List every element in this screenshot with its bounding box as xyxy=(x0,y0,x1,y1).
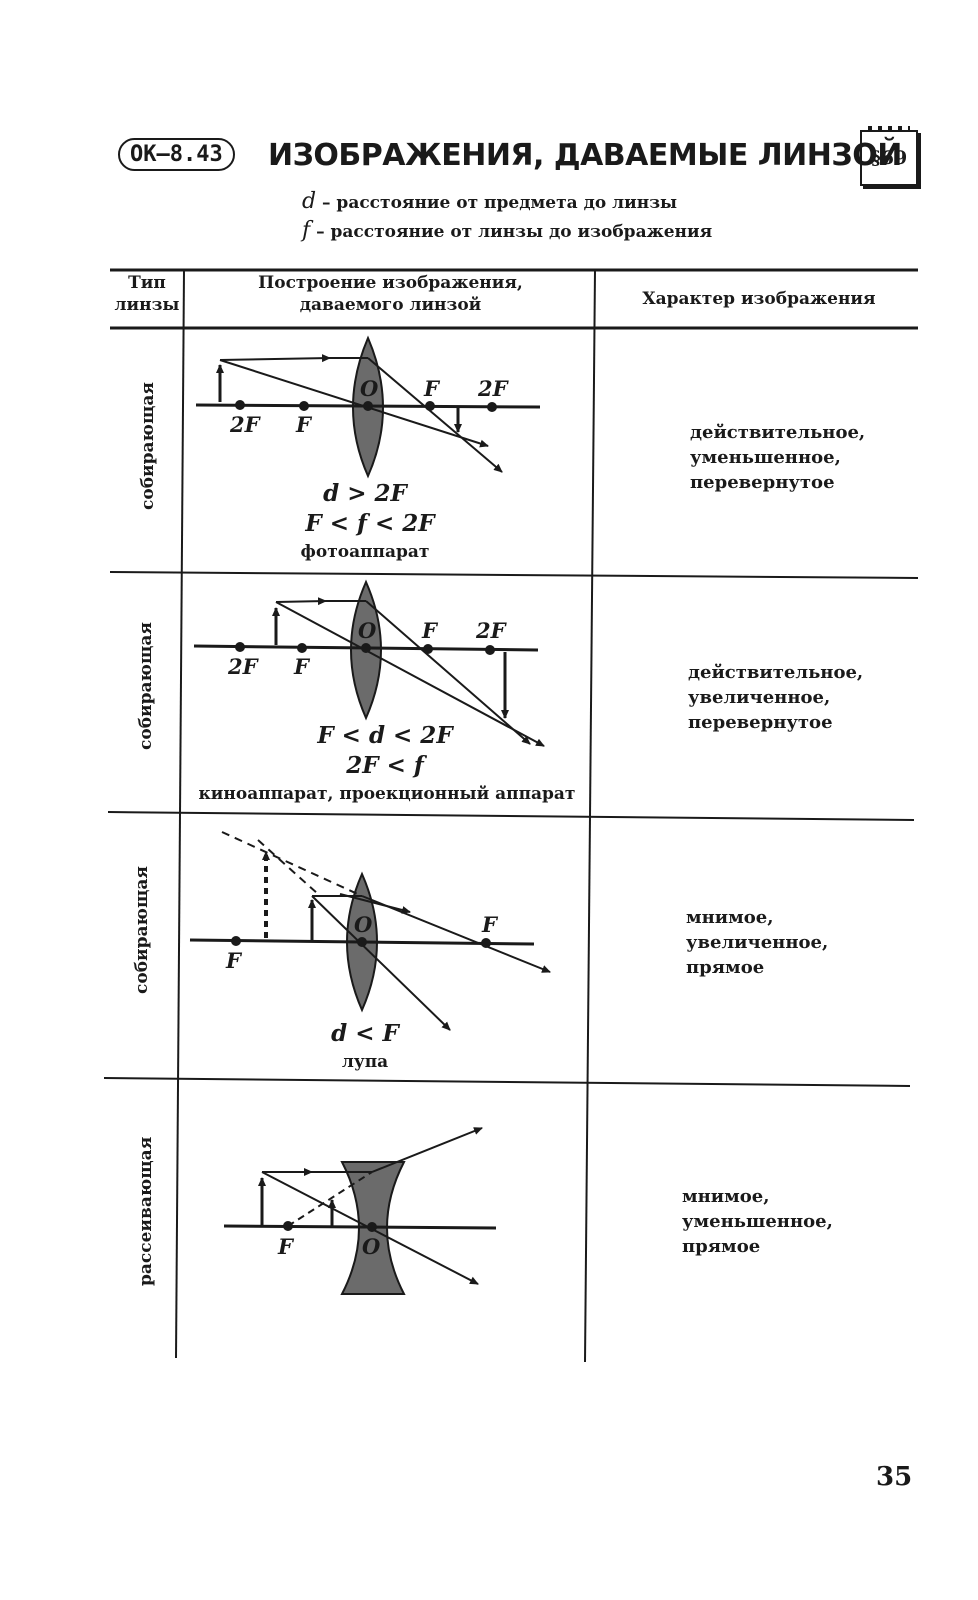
label-O: O xyxy=(362,1234,381,1259)
image-character-row-4: мнимое, уменьшенное, прямое xyxy=(682,1186,833,1257)
header-character: Характер изображения xyxy=(642,289,876,309)
label-O: O xyxy=(358,618,377,643)
diagram-row-2 xyxy=(193,579,545,747)
ray xyxy=(219,359,489,448)
col-line-1 xyxy=(175,269,185,1359)
label-F-right: F xyxy=(482,912,497,937)
condition-f: F < f < 2F xyxy=(305,510,435,537)
label-F-right: F xyxy=(422,618,437,643)
header-lens-type: Тип линзы xyxy=(114,273,180,315)
ray xyxy=(219,354,331,363)
label-F-right: F xyxy=(424,376,439,401)
label-F-left: F xyxy=(296,412,311,437)
row-line-1 xyxy=(109,571,919,579)
label-F-left: F xyxy=(226,948,241,973)
label-2F-right: 2F xyxy=(478,376,508,401)
extension-line xyxy=(221,831,363,897)
lens-type-row-4: рассеивающая xyxy=(136,1136,156,1286)
label-2F-left: 2F xyxy=(230,412,260,437)
definition-d: d – расстояние от предмета до линзы xyxy=(302,189,678,214)
lens-type-row-2: собирающая xyxy=(136,622,156,750)
lens-type-row-1: собирающая xyxy=(138,382,158,510)
col-line-2 xyxy=(584,269,596,1363)
application: лупа xyxy=(341,1052,389,1072)
header-construction: Построение изображения, даваемого линзой xyxy=(258,273,523,315)
ray xyxy=(367,357,503,473)
condition-d: d > 2F xyxy=(323,480,407,507)
label-F-left: F xyxy=(278,1234,293,1259)
optical-axis xyxy=(223,1224,497,1230)
application: фотоаппарат xyxy=(300,542,430,562)
lens-type-row-3: собирающая xyxy=(132,866,152,994)
ray xyxy=(371,1127,483,1173)
condition-f: 2F < f xyxy=(346,752,424,779)
section-badge: ОК–8.43 xyxy=(118,138,235,171)
ray xyxy=(275,601,545,747)
definitions: d – расстояние от предмета до линзы f – … xyxy=(302,188,712,246)
image-character-row-1: действительное, уменьшенное, перевернуто… xyxy=(690,422,866,493)
image-character-row-2: действительное, увеличенное, перевернуто… xyxy=(688,662,864,733)
label-2F-left: 2F xyxy=(228,654,258,679)
diagram-row-4 xyxy=(223,1127,497,1295)
application: киноаппарат, проекционный аппарат xyxy=(198,784,576,804)
label-F-left: F xyxy=(294,654,309,679)
page-title: ИЗОБРАЖЕНИЯ, ДАВАЕМЫЕ ЛИНЗОЙ xyxy=(268,138,902,173)
diagram-row-3 xyxy=(189,831,551,1031)
label-O: O xyxy=(354,912,373,937)
image-character-row-3: мнимое, увеличенное, прямое xyxy=(686,907,829,978)
extension-line xyxy=(287,1171,373,1227)
definition-f: f – расстояние от линзы до изображения xyxy=(302,218,713,243)
diagram-row-1 xyxy=(195,335,541,479)
label-2F-right: 2F xyxy=(476,618,506,643)
page-number: 35 xyxy=(876,1462,913,1492)
row-line-2 xyxy=(107,811,915,821)
row-line-3 xyxy=(103,1077,911,1087)
condition-d: F < d < 2F xyxy=(317,722,453,749)
paragraph-number: §69 xyxy=(860,126,918,186)
ray xyxy=(275,597,327,606)
ray xyxy=(311,895,451,1031)
page-header: ОК–8.43 ИЗОБРАЖЕНИЯ, ДАВАЕМЫЕ ЛИНЗОЙ §69 xyxy=(0,126,978,198)
condition-d: d < F xyxy=(331,1020,399,1047)
ray xyxy=(365,600,531,745)
label-O: O xyxy=(360,376,379,401)
